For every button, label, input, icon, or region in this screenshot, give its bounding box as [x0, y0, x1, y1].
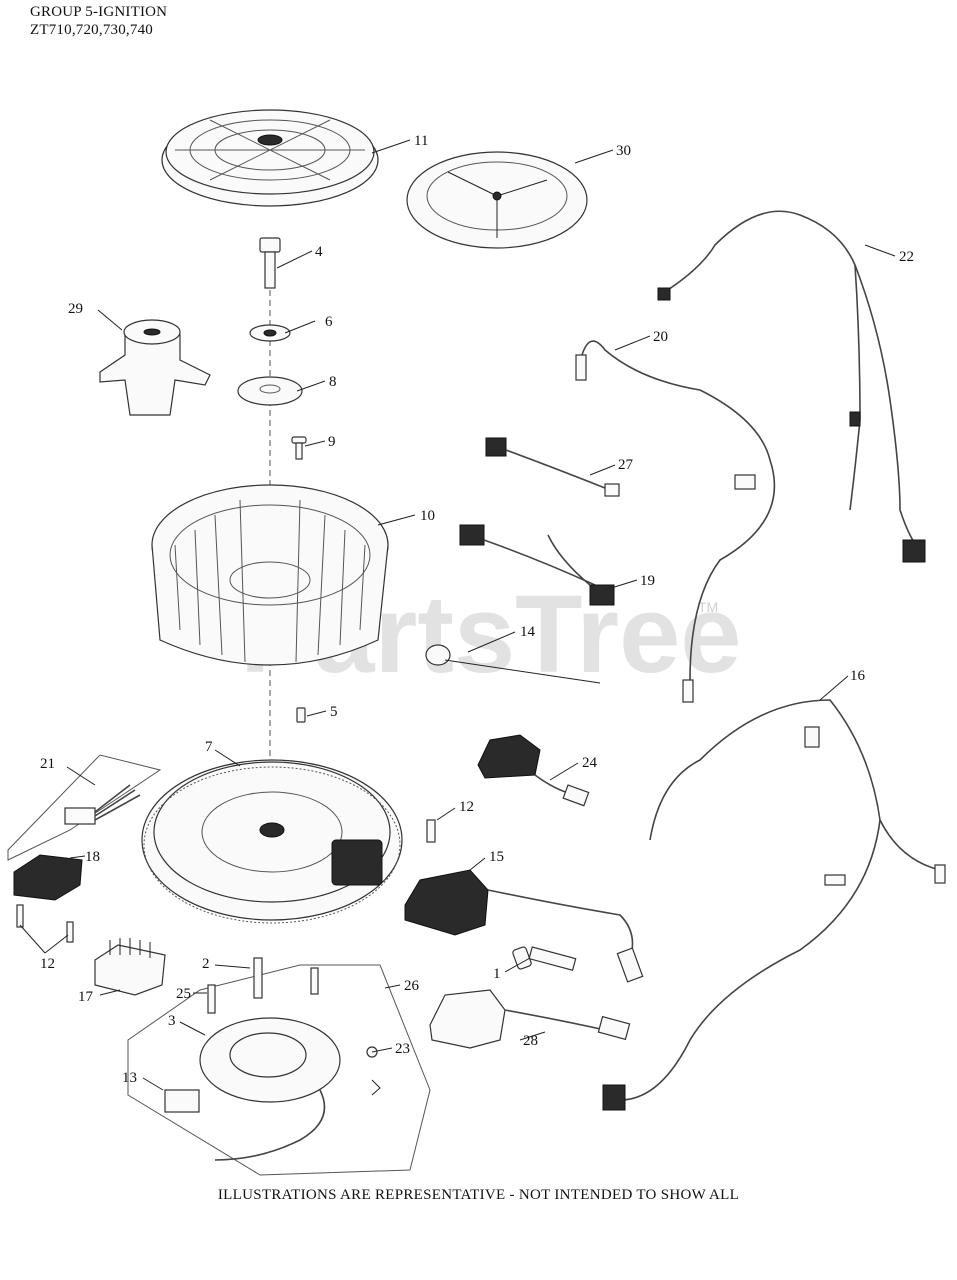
callout-19: 19	[640, 573, 655, 589]
callout-2: 2	[202, 956, 210, 972]
header-model-list: ZT710,720,730,740	[30, 22, 153, 38]
callout-9: 9	[328, 434, 336, 450]
callout-28: 28	[523, 1033, 538, 1049]
part-1-spark-plug[interactable]	[512, 946, 577, 972]
callout-10: 10	[420, 508, 435, 524]
callout-14: 14	[520, 624, 536, 640]
group-outline-21	[7, 754, 162, 861]
part-9-pin[interactable]	[291, 436, 307, 460]
part-27-harness[interactable]	[485, 437, 620, 497]
footer-disclaimer: ILLUSTRATIONS ARE REPRESENTATIVE - NOT I…	[217, 1187, 740, 1203]
callout-12-lower: 12	[40, 956, 55, 972]
callout-27: 27	[618, 457, 634, 473]
callout-8: 8	[329, 374, 337, 390]
part-4-flywheel-bolt[interactable]	[259, 237, 281, 289]
part-screw-extra[interactable]	[310, 967, 319, 995]
part-30-grass-screen[interactable]	[406, 151, 588, 249]
callout-13: 13	[122, 1070, 137, 1086]
part-6-washer[interactable]	[249, 324, 291, 342]
part-12-screw[interactable]	[426, 819, 436, 843]
watermark-tm: TM	[698, 599, 718, 615]
callout-20: 20	[653, 329, 668, 345]
part-28-ignition-module[interactable]	[429, 989, 631, 1049]
callout-17: 17	[78, 989, 94, 1005]
callout-11: 11	[414, 133, 428, 149]
part-7-flywheel[interactable]	[141, 759, 403, 924]
callout-24: 24	[582, 755, 598, 771]
part-17-rectifier[interactable]	[94, 938, 166, 996]
part-19-harness[interactable]	[459, 524, 615, 606]
callout-5: 5	[330, 704, 338, 720]
part-16-harness[interactable]	[602, 699, 946, 1111]
header-group-title: GROUP 5-IGNITION	[30, 4, 168, 20]
callout-15: 15	[489, 849, 504, 865]
part-22-harness[interactable]	[657, 210, 926, 563]
callout-18: 18	[85, 849, 100, 865]
callout-22: 22	[899, 249, 914, 265]
callout-12-upper: 12	[459, 799, 474, 815]
part-11-fan-screen[interactable]	[161, 109, 379, 207]
part-24-ignition-connector[interactable]	[477, 734, 590, 807]
callout-3: 3	[168, 1013, 176, 1029]
callout-25: 25	[176, 986, 191, 1002]
part-15-ignition-module[interactable]	[404, 869, 644, 983]
callout-1: 1	[493, 966, 501, 982]
callout-30: 30	[616, 143, 631, 159]
callout-6: 6	[325, 314, 333, 330]
part-10-cooling-fan[interactable]	[151, 484, 389, 666]
part-12-screw-pair[interactable]	[16, 904, 74, 943]
callout-29: 29	[68, 301, 83, 317]
part-3-stator[interactable]	[199, 1017, 341, 1161]
part-2-screw[interactable]	[253, 957, 263, 999]
callout-23: 23	[395, 1041, 410, 1057]
part-13-shield[interactable]	[164, 1089, 200, 1113]
callout-26: 26	[404, 978, 420, 994]
part-21-harness-adapter[interactable]	[64, 784, 141, 825]
part-29-bracket[interactable]	[99, 319, 211, 416]
part-20-harness[interactable]	[575, 340, 776, 703]
part-8-fan-adapter[interactable]	[237, 376, 303, 406]
part-18-regulator[interactable]	[13, 854, 83, 901]
callout-16: 16	[850, 668, 866, 684]
leader-lines	[19, 139, 896, 1091]
callout-4: 4	[315, 244, 323, 260]
part-25-screw[interactable]	[207, 984, 216, 1014]
part-14-cable-tie[interactable]	[425, 644, 601, 684]
group-outline-26	[127, 964, 431, 1176]
callout-7: 7	[205, 739, 213, 755]
callout-21: 21	[40, 756, 55, 772]
part-5-flywheel-key[interactable]	[296, 707, 306, 723]
part-23-clip[interactable]	[366, 1046, 381, 1096]
